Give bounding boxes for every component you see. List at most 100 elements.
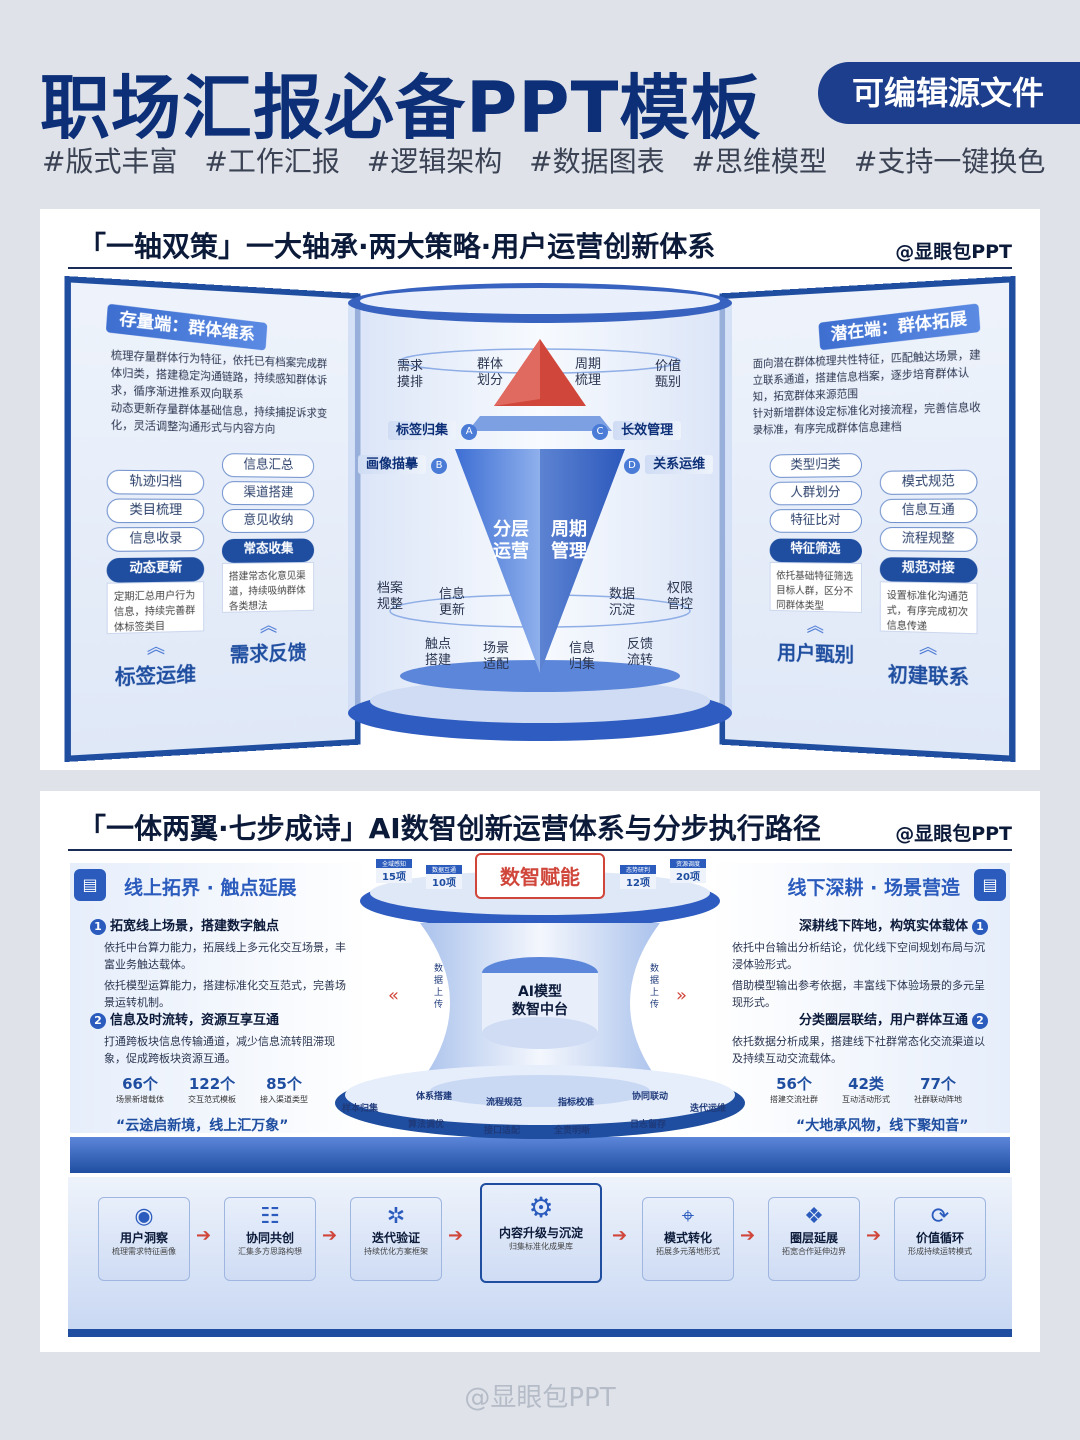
column-connect: 模式规范 信息互通 流程规整 规范对接 设置标准化沟通范式，有序完成初次信息传递… <box>879 469 978 748</box>
ring-label: 权限 管控 <box>666 581 693 612</box>
bullet-text: 动态更新存量群体基础信息，持续捕捉诉求变化，灵活调整沟通形式与内容方向 <box>110 400 328 436</box>
step-title: 迭代验证 <box>371 1231 420 1245</box>
stat-label: 场景新增载体 <box>116 1095 164 1104</box>
letter-badge: D <box>624 458 640 474</box>
page-title: 职场汇报必备PPT模板 <box>40 67 762 149</box>
stat-block: 66个 场景新增载体 <box>110 1073 170 1105</box>
cycle-icon: ⟳ <box>930 1204 950 1229</box>
pill-highlight: 常态收集 <box>221 538 315 563</box>
item-title: 拓宽线上场景，搭建数字触点 <box>110 919 280 934</box>
stage-base <box>70 1137 1010 1173</box>
pill-item: 模式规范 <box>879 469 978 495</box>
upload-text-right: 数 据 上 传 <box>650 964 660 1010</box>
slide-author: @显眼包PPT <box>895 241 1012 263</box>
stat-value: 122个 <box>188 1075 236 1093</box>
top-stat: 全域感知 15项 <box>376 859 412 883</box>
stat-value: 85个 <box>266 1075 302 1093</box>
item-number: 1 <box>90 919 106 935</box>
step-card: ⟳ 价值循环 形成持续运转模式 <box>894 1197 986 1281</box>
hashtag: #数据图表 <box>529 145 665 178</box>
bullet-text: 面向潜在群体梳理共性特征，匹配触达场景，建立联系通道，搭建信息档案，逐步培育群体… <box>752 348 981 404</box>
ring-label: 指标校准 <box>558 1098 595 1108</box>
tag-c: C 长效管理 <box>592 419 682 440</box>
wing-heading: 线下深耕 · 场景营造 <box>787 877 960 899</box>
column-identify: 类型归类 人群划分 特征比对 特征筛选 依托基础特征筛选目标人群，区分不同群体类… <box>769 453 862 723</box>
top-stat-tag: 数据互通 <box>426 865 462 874</box>
step-card: ☷ 协同共创 汇集多方思路构想 <box>224 1197 316 1281</box>
stat-block: 56个 搭建交流社群 <box>764 1073 824 1105</box>
hashtag: #逻辑架构 <box>366 145 503 178</box>
handshake-icon: ❖ <box>804 1204 824 1229</box>
arrow-right-icon: ➔ <box>612 1225 628 1246</box>
left-panel: 存量端：群体维系 梳理存量群体行为特征，依托已有档案完成群体归类，搭建稳定沟通链… <box>64 275 361 763</box>
top-stat-tag: 全域感知 <box>376 859 412 868</box>
source-file-badge: 可编辑源文件 <box>818 62 1080 124</box>
hub-graphic <box>335 871 745 1139</box>
top-stat-value: 12项 <box>620 874 656 889</box>
ring-label: 接口适配 <box>484 1126 521 1136</box>
item-title: 分类圈层联结，用户群体互通 <box>798 1013 968 1028</box>
letter-badge: B <box>431 458 448 474</box>
top-stat: 数据互通 10项 <box>426 865 462 889</box>
top-stat-tag: 态势研判 <box>620 865 656 874</box>
item-number: 2 <box>90 1013 106 1029</box>
ring-label: 流程规范 <box>486 1098 523 1108</box>
item-number: 2 <box>972 1013 988 1029</box>
column-label: 标签运维 <box>114 661 197 690</box>
step-title: 内容升级与沉淀 <box>498 1226 583 1240</box>
pyramid-label: 周期 梳理 <box>574 357 601 388</box>
letter-badge: A <box>461 424 478 440</box>
pill-highlight: 特征筛选 <box>769 538 862 563</box>
hashtag-row: #版式丰富 #工作汇报 #逻辑架构 #数据图表 #思维模型 #支持一键换色 <box>42 140 1063 180</box>
item-title: 深耕线下阵地，构筑实体载体 <box>798 919 968 934</box>
tag-b: 画像描摹 B <box>358 453 448 474</box>
ring-label: 触点 搭建 <box>424 637 451 668</box>
core-label-right: 周期 管理 <box>551 519 587 562</box>
tag-label: 标签归集 <box>388 421 457 440</box>
letter-badge: C <box>592 424 608 440</box>
pyramid-label: 群体 划分 <box>476 357 503 388</box>
slide-title: 「一体两翼·七步成诗」AI数智创新运营体系与分步执行路径 <box>78 812 821 845</box>
chevron-up-icon: ︽ <box>259 615 278 637</box>
stat-value: 77个 <box>920 1075 956 1093</box>
item-bullet: 打通跨板块信息传输通道，减少信息流转阻滞现象，促成跨板块资源互通。 <box>104 1035 335 1065</box>
ring-label: 日志留存 <box>630 1120 667 1130</box>
panel-bullets: 梳理存量群体行为特征，依托已有档案完成群体归类，搭建稳定沟通链路，持续感知群体诉… <box>111 346 337 438</box>
pill-item: 信息汇总 <box>221 453 315 479</box>
chevron-up-icon: ︽ <box>806 615 824 637</box>
ring-label: 协同联动 <box>632 1092 669 1102</box>
chevron-up-icon: ︽ <box>918 636 938 659</box>
pill-highlight: 动态更新 <box>106 557 205 583</box>
step-title: 圈层延展 <box>789 1231 838 1245</box>
stat-label: 搭建交流社群 <box>770 1095 818 1104</box>
step-card: ⌖ 模式转化 拓展多元落地形式 <box>642 1197 734 1281</box>
pill-item: 流程规整 <box>879 527 978 552</box>
panel-ribbon: 潜在端：群体拓展 <box>818 303 981 351</box>
desc-box: 依托基础特征筛选目标人群，区分不同群体类型 <box>769 561 862 613</box>
column-label: 用户甄别 <box>777 640 855 667</box>
item-bullet: 依托中台输出分析结论，优化线下空间规划布局与沉浸体验形式。 <box>732 941 985 971</box>
wing-slogan: “云途启新境，线上汇万象” <box>116 1118 289 1134</box>
right-panel: 潜在端：群体拓展 面向潜在群体梳理共性特征，匹配触达场景，建立联系通道，搭建信息… <box>719 275 1016 763</box>
stat-label: 接入渠道类型 <box>260 1095 308 1104</box>
stat-label: 交互范式模板 <box>188 1095 236 1104</box>
step-card-featured: ⚙ 内容升级与沉淀 归集标准化成果库 <box>480 1183 602 1283</box>
hashtag: #思维模型 <box>691 145 827 178</box>
column-label: 初建联系 <box>887 661 970 690</box>
ring-label: 数据 沉淀 <box>608 587 635 618</box>
item-title: 信息及时流转，资源互享互通 <box>110 1013 280 1028</box>
team-icon: ☷ <box>260 1204 280 1229</box>
panel-ribbon: 存量端：群体维系 <box>105 303 268 351</box>
stat-block: 77个 社群联动阵地 <box>908 1073 968 1105</box>
ring-label: 体系搭建 <box>416 1092 453 1102</box>
hashtag: #版式丰富 <box>42 145 178 178</box>
desc-box: 搭建常态化意见渠道，持续吸纳群体各类想法 <box>221 561 315 613</box>
item-bullet: 借助模型输出参考依据，丰富线下体验场景的多元呈现形式。 <box>732 979 985 1009</box>
slide-preview-1: 「一轴双策」一大轴承·两大策略·用户运营创新体系 @显眼包PPT 存量端：群体维… <box>40 209 1040 770</box>
center-cylinder: 需求 摸排 群体 划分 周期 梳理 价值 甄别 标签归集 A C 长效管理 画像… <box>340 281 740 756</box>
pyramid-label: 需求 摸排 <box>396 359 423 390</box>
pill-item: 类目梳理 <box>106 498 205 524</box>
step-title: 协同共创 <box>245 1231 294 1245</box>
